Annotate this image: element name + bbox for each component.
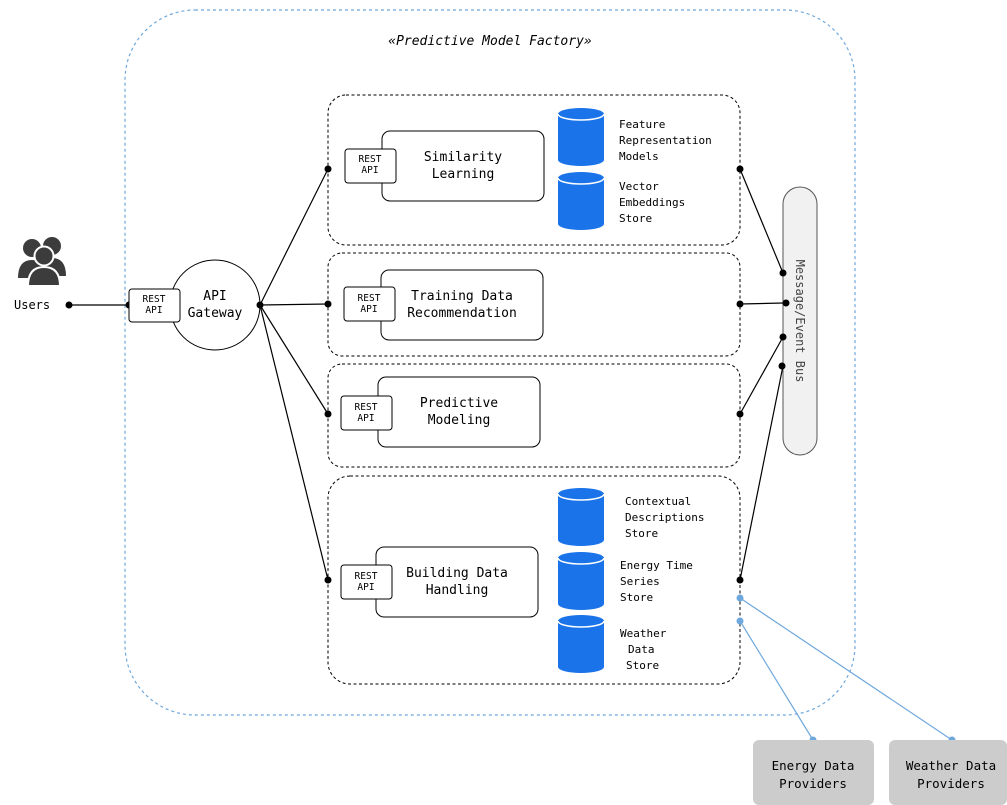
building-label2: Handling: [426, 583, 489, 598]
weather-data-providers[interactable]: [889, 740, 1007, 805]
energy-providers-label2: Providers: [779, 776, 847, 791]
building-label: Building Data: [406, 566, 508, 581]
training-label: Training Data: [411, 289, 513, 304]
similarity-label2: Learning: [432, 167, 495, 182]
similarity-rest-api[interactable]: [344, 148, 397, 184]
similarity-group: [327, 94, 741, 246]
message-event-bus-label: Message/Event Bus: [793, 260, 807, 383]
gateway-connectors: [259, 168, 329, 581]
weather-store-icon: [557, 614, 605, 674]
feature-store-label2: Representation: [619, 134, 712, 147]
contextual-store-label3: Store: [625, 527, 658, 540]
weather-store-label: Weather: [620, 627, 667, 640]
training-group: [327, 252, 741, 357]
vector-store-label: Vector: [619, 180, 659, 193]
gateway-rest-label: REST: [143, 294, 166, 305]
training-label2: Recommendation: [407, 306, 517, 321]
similarity-rest-label: REST: [359, 154, 382, 165]
energy-store-icon: [557, 551, 605, 611]
contextual-store-icon: [557, 487, 605, 547]
energy-store-label3: Store: [620, 591, 653, 604]
predictive-group: [327, 363, 741, 468]
gateway-rest-api[interactable]: [128, 288, 181, 323]
factory-title: «Predictive Model Factory»: [388, 34, 592, 49]
feature-store-icon: [557, 107, 605, 167]
similarity-rest-label2: API: [361, 165, 378, 176]
energy-store-label2: Series: [620, 575, 660, 588]
building-rest-api[interactable]: [340, 564, 393, 600]
contextual-store-label2: Descriptions: [625, 511, 704, 524]
training-rest-label: REST: [358, 293, 381, 304]
contextual-store-label: Contextual: [625, 495, 691, 508]
predictive-rest-api[interactable]: [340, 395, 393, 431]
energy-store-label: Energy Time: [620, 559, 693, 572]
training-rest-label2: API: [360, 304, 377, 315]
api-gateway-label2: Gateway: [188, 306, 243, 321]
feature-store-label: Feature: [619, 118, 665, 131]
users-icon: [17, 236, 67, 287]
building-service[interactable]: [375, 546, 539, 618]
predictive-rest-label2: API: [357, 413, 374, 424]
predictive-service[interactable]: [377, 376, 541, 448]
building-rest-label2: API: [357, 582, 374, 593]
weather-store-label2: Data: [628, 643, 655, 656]
weather-providers-label: Weather Data: [906, 758, 996, 773]
api-gateway-label: API: [203, 289, 226, 304]
energy-providers-label: Energy Data: [772, 758, 855, 773]
vector-store-label3: Store: [619, 212, 652, 225]
energy-data-providers[interactable]: [753, 740, 874, 805]
weather-providers-label2: Providers: [917, 776, 985, 791]
vector-store-icon: [557, 171, 605, 231]
predictive-label: Predictive: [420, 396, 498, 411]
predictive-rest-label: REST: [355, 402, 378, 413]
building-rest-label: REST: [355, 571, 378, 582]
similarity-label: Similarity: [424, 150, 502, 165]
bus-connectors: [739, 168, 784, 581]
api-gateway[interactable]: [169, 259, 261, 351]
similarity-service[interactable]: [381, 130, 545, 202]
users-label: Users: [14, 298, 50, 312]
weather-store-label3: Store: [626, 659, 659, 672]
gateway-rest-label2: API: [145, 305, 162, 316]
message-event-bus[interactable]: [782, 186, 818, 456]
provider-connectors: [739, 597, 953, 741]
training-rest-api[interactable]: [343, 286, 396, 322]
factory-boundary: [124, 9, 856, 716]
feature-store-label3: Models: [619, 150, 659, 163]
training-service[interactable]: [380, 269, 544, 341]
predictive-label2: Modeling: [428, 413, 491, 428]
vector-store-label2: Embeddings: [619, 196, 685, 209]
